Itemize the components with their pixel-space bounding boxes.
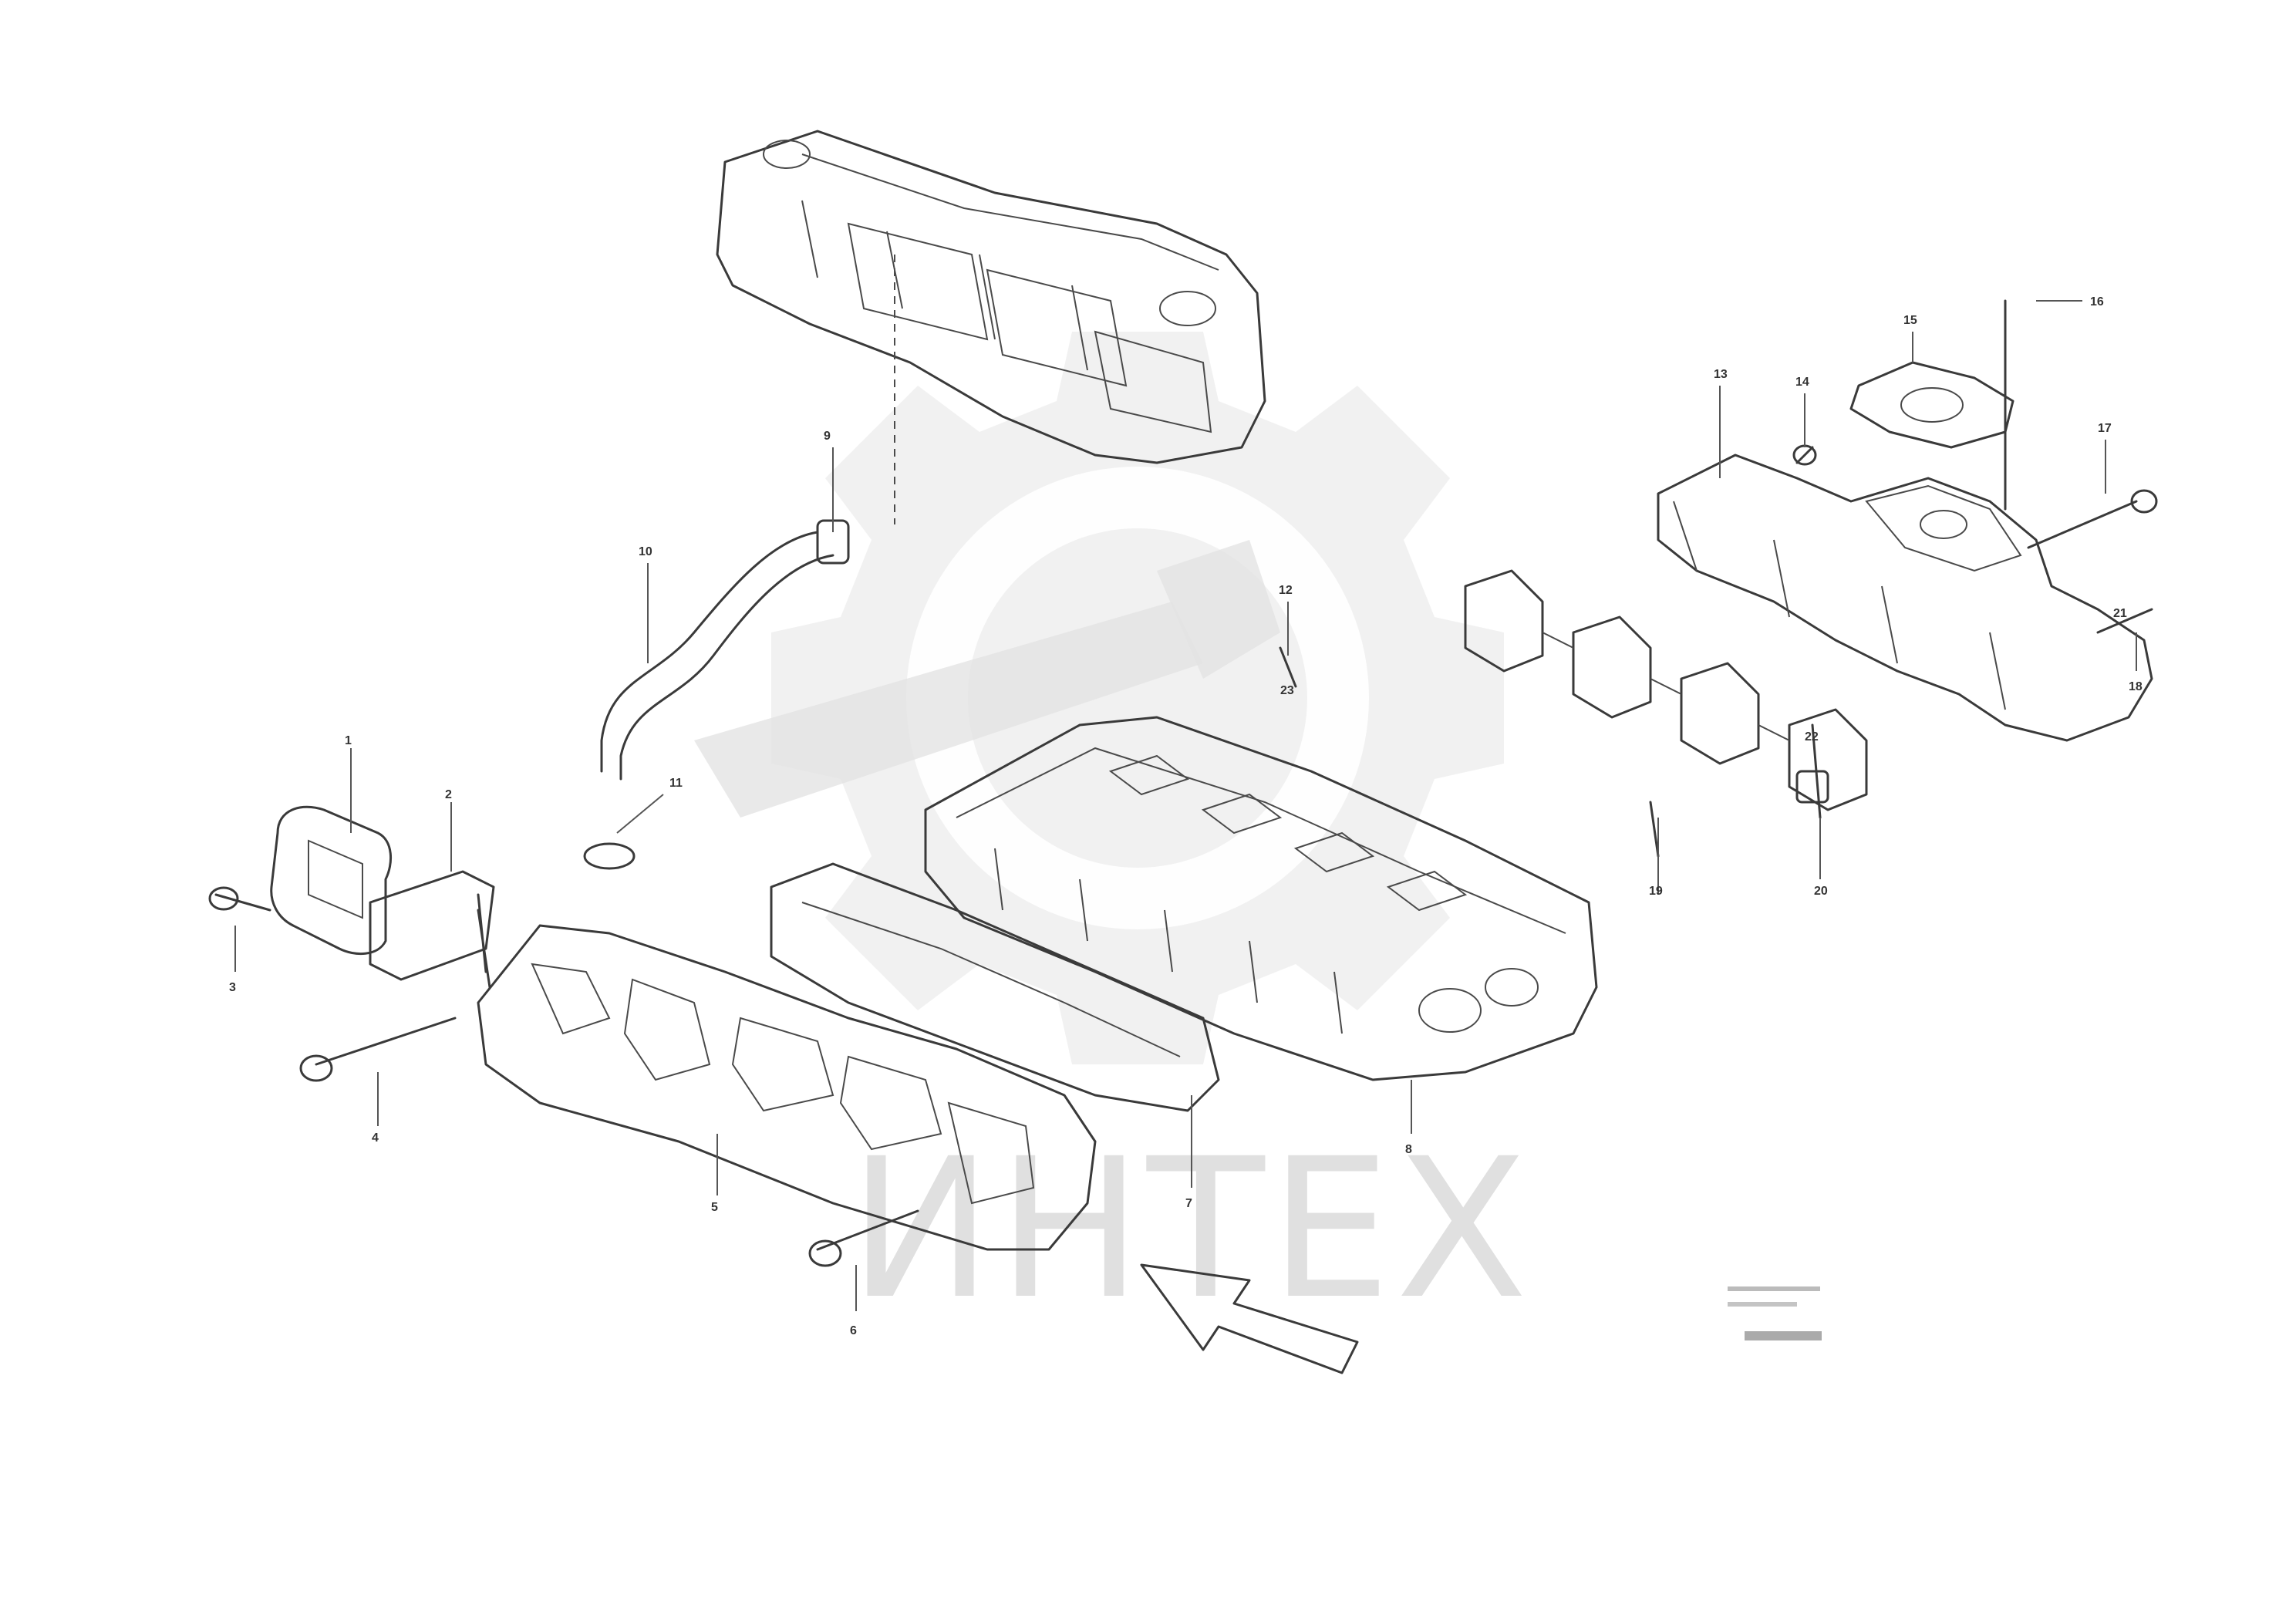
manifold-gasket: [770, 862, 1220, 1112]
callout-2: 2: [445, 788, 452, 801]
callout-12: 12: [1279, 584, 1293, 597]
cylinder-head: [924, 716, 1598, 1081]
breather-hose: [583, 519, 850, 870]
inlet-manifold: [477, 924, 1097, 1251]
callout-16: 16: [2090, 295, 2104, 309]
callout-23: 23: [1280, 684, 1294, 697]
gear-wrench-logo-icon: [694, 332, 1504, 1064]
callout-8: 8: [1405, 1143, 1412, 1156]
bolts-left: [208, 886, 919, 1267]
direction-arrow: [1140, 1263, 1359, 1374]
bolts-right: [1279, 299, 2158, 858]
reference-line-2-smudge: [1728, 1302, 1797, 1307]
callout-3: 3: [229, 981, 236, 994]
callout-22: 22: [1805, 730, 1819, 744]
callout-20: 20: [1814, 885, 1828, 898]
callout-21: 21: [2113, 607, 2127, 620]
callout-leaders: [234, 300, 2137, 1311]
callout-1: 1: [345, 734, 352, 747]
exhaust-manifold: [1657, 454, 2153, 742]
callout-13: 13: [1714, 368, 1728, 381]
callout-18: 18: [2129, 680, 2143, 693]
callout-7: 7: [1185, 1197, 1192, 1210]
callout-15: 15: [1903, 314, 1917, 327]
left-bracket: [270, 805, 495, 981]
callout-6: 6: [850, 1324, 857, 1337]
reference-stamp: [1728, 1286, 1822, 1340]
callout-19: 19: [1649, 885, 1663, 898]
callout-9: 9: [824, 430, 831, 443]
exhaust-port-gaskets: [1464, 569, 1868, 811]
callout-11: 11: [669, 777, 683, 790]
callout-10: 10: [639, 545, 652, 558]
callout-5: 5: [711, 1201, 718, 1214]
flange-gasket: [1849, 361, 2014, 449]
callout-17: 17: [2098, 422, 2112, 435]
reference-line-1-smudge: [1728, 1286, 1820, 1291]
callout-labels: 1 2 3 4 5 6 7 8 9 10 11 12 13 14 15 16 1…: [229, 295, 2143, 1337]
callout-4: 4: [372, 1131, 379, 1145]
watermark-text: ИНТЕХ: [848, 1117, 1532, 1341]
valve-cover: [716, 130, 1266, 464]
reference-code-smudge: [1745, 1331, 1822, 1340]
callout-14: 14: [1795, 376, 1809, 389]
